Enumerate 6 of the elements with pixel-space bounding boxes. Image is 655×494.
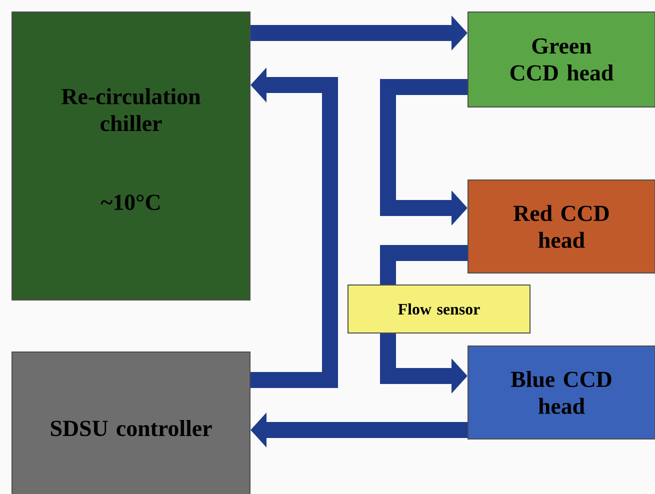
- sensor-box: Flow sensor: [348, 284, 530, 334]
- ccd-head-box: Red CCD head: [468, 180, 655, 274]
- chiller-box: Re-circulation chiller ~10°C: [12, 12, 250, 300]
- ccd-head-box: Green CCD head: [468, 12, 655, 108]
- ccd-head-box: Blue CCD head: [468, 346, 655, 440]
- controller-box: SDSU controller: [12, 352, 250, 494]
